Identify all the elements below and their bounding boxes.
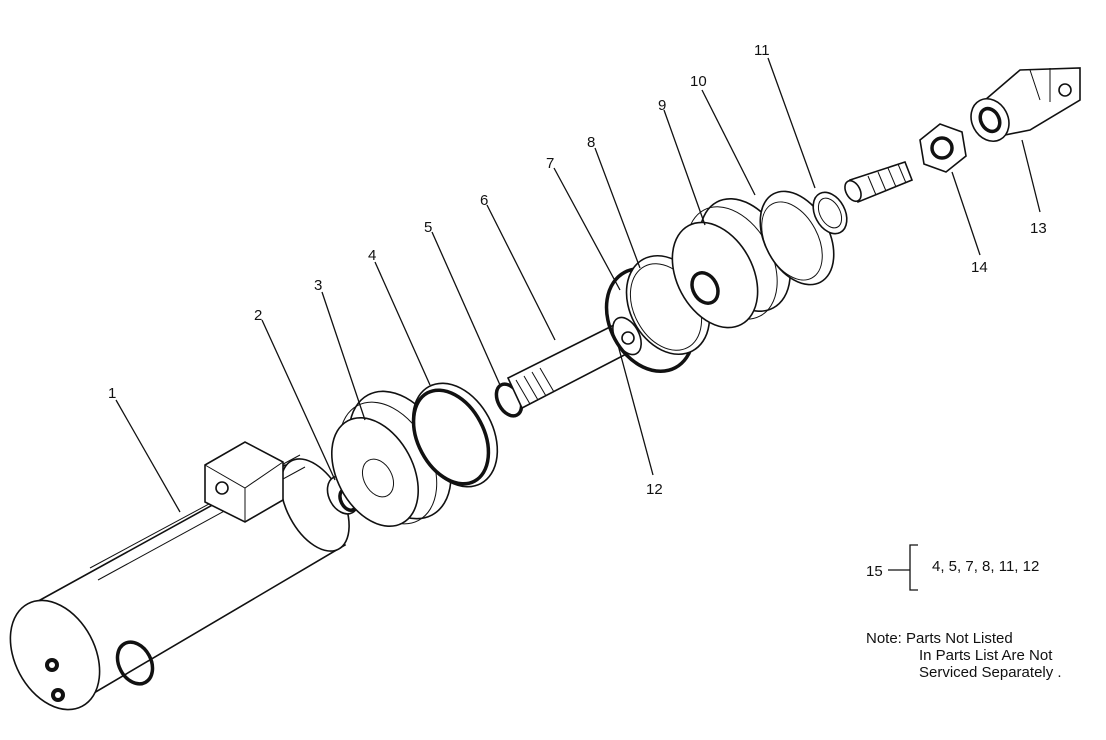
callout-14: 14 — [971, 259, 988, 276]
callout-13: 13 — [1030, 220, 1047, 237]
kit-parts-list: 4, 5, 7, 8, 11, 12 — [932, 558, 1039, 575]
kit-bracket: 15 4, 5, 7, 8, 11, 12 — [866, 544, 1039, 591]
callout-8: 8 — [587, 134, 595, 151]
callout-3: 3 — [314, 277, 322, 294]
service-note: Note: Parts Not Listed In Parts List Are… — [866, 630, 1062, 681]
callout-10: 10 — [690, 73, 707, 90]
part-1-cylinder-body — [9, 441, 350, 711]
callout-9: 9 — [658, 97, 666, 114]
callout-5: 5 — [424, 219, 432, 236]
part-4-seal-ring — [411, 382, 499, 488]
note-line-2: In Parts List Are Not — [919, 647, 1053, 664]
kit-number: 15 — [866, 563, 883, 580]
callout-6: 6 — [480, 192, 488, 209]
callout-7: 7 — [546, 155, 554, 172]
part-11-small-ring — [812, 191, 848, 235]
callout-labels: 1 2 3 4 5 6 7 8 9 10 11 12 13 14 — [108, 42, 1047, 498]
stud — [844, 161, 914, 204]
leader-lines — [115, 57, 1041, 513]
callout-12: 12 — [646, 481, 663, 498]
part-13-clevis — [970, 67, 1081, 142]
part-14-hex-nut — [919, 123, 967, 173]
callout-11: 11 — [754, 42, 770, 59]
callout-4: 4 — [368, 247, 376, 264]
callout-1: 1 — [108, 385, 116, 402]
callout-2: 2 — [254, 307, 262, 324]
part-6-threaded-rod — [506, 316, 642, 410]
note-line-1: Note: Parts Not Listed — [866, 630, 1013, 647]
note-line-3: Serviced Separately . — [919, 664, 1062, 681]
